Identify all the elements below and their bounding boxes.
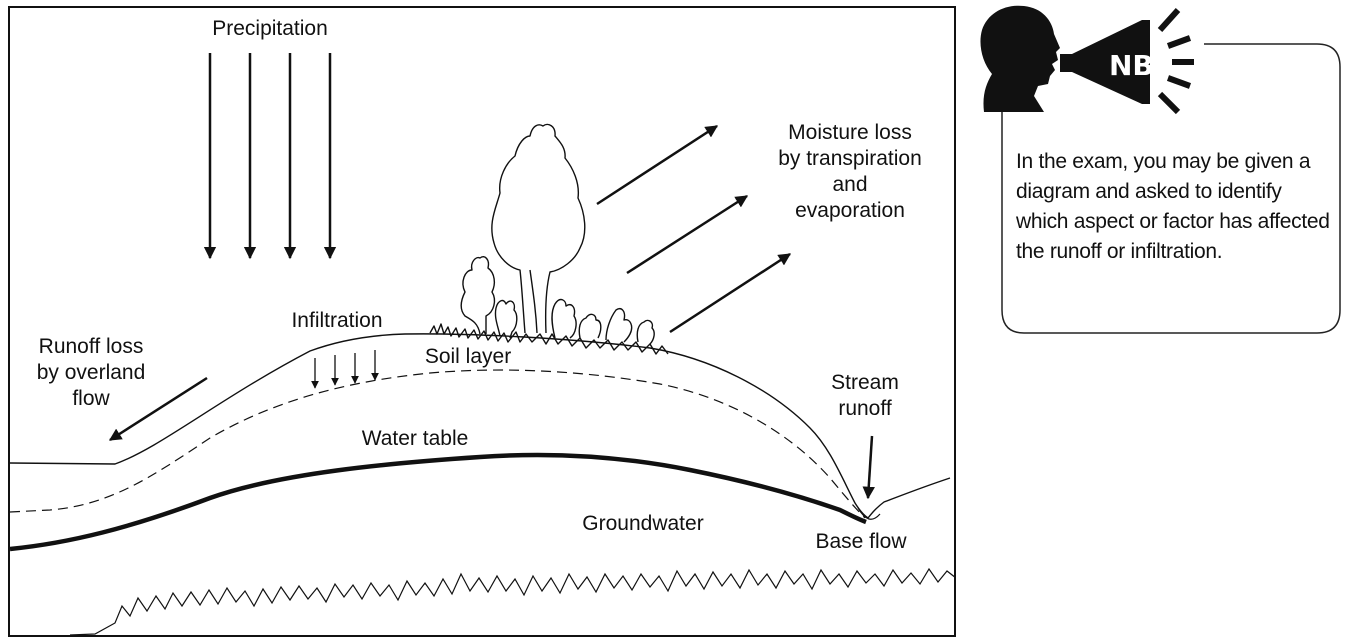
label-water-table: Water table (361, 427, 469, 450)
note-callout-border (1001, 43, 1341, 334)
small-tree-left (460, 256, 496, 335)
label-moisture-loss-line3: and (832, 173, 868, 196)
diagram-illustration (10, 53, 954, 635)
land-surface-line (10, 333, 951, 519)
water-cycle-diagram: Precipitation Moisture loss by transpira… (8, 6, 956, 637)
nb-speaker-illustration (980, 5, 1341, 334)
label-stream-runoff-line1: Stream (831, 371, 899, 394)
label-groundwater: Groundwater (582, 512, 704, 535)
note-text: In the exam, you may be given a diagram … (1016, 150, 1330, 263)
label-stream-runoff-line2: runoff (838, 397, 892, 420)
moisture-loss-arrows (596, 124, 792, 334)
stream-runoff-arrow (862, 435, 875, 500)
shrubs (494, 298, 655, 345)
nb-note-panel: NB In the exam, you may be given a diagr… (972, 0, 1360, 340)
label-moisture-loss-line1: Moisture loss (788, 121, 912, 144)
stream-channel (857, 507, 881, 520)
label-precipitation: Precipitation (212, 17, 328, 40)
label-moisture-loss-line4: evaporation (795, 199, 905, 222)
label-runoff-loss-line3: flow (72, 387, 110, 410)
label-soil-layer: Soil layer (424, 345, 512, 368)
sound-waves-icon (1157, 7, 1194, 115)
soil-layer-boundary (10, 369, 866, 519)
label-runoff-loss-line1: Runoff loss (38, 335, 144, 358)
infiltration-arrows (311, 350, 379, 389)
megaphone-icon (1060, 20, 1150, 104)
runoff-arrow (108, 376, 208, 442)
precipitation-arrows (203, 53, 337, 260)
label-moisture-loss-line2: by transpiration (778, 147, 922, 170)
label-runoff-loss: Runoff loss by overland flow (16, 334, 166, 412)
label-runoff-loss-line2: by overland (36, 361, 146, 384)
label-moisture-loss: Moisture loss by transpiration and evapo… (730, 120, 954, 224)
tall-tree (491, 123, 586, 334)
bedrock-line (69, 567, 954, 635)
speaker-head-icon (980, 5, 1060, 113)
label-base-flow: Base flow (815, 530, 907, 553)
nb-badge-text: NB (1109, 49, 1154, 82)
vegetation (429, 123, 669, 355)
label-infiltration: Infiltration (291, 309, 383, 332)
label-stream-runoff: Stream runoff (810, 370, 920, 422)
water-table-line (10, 452, 867, 552)
grass (429, 323, 669, 355)
